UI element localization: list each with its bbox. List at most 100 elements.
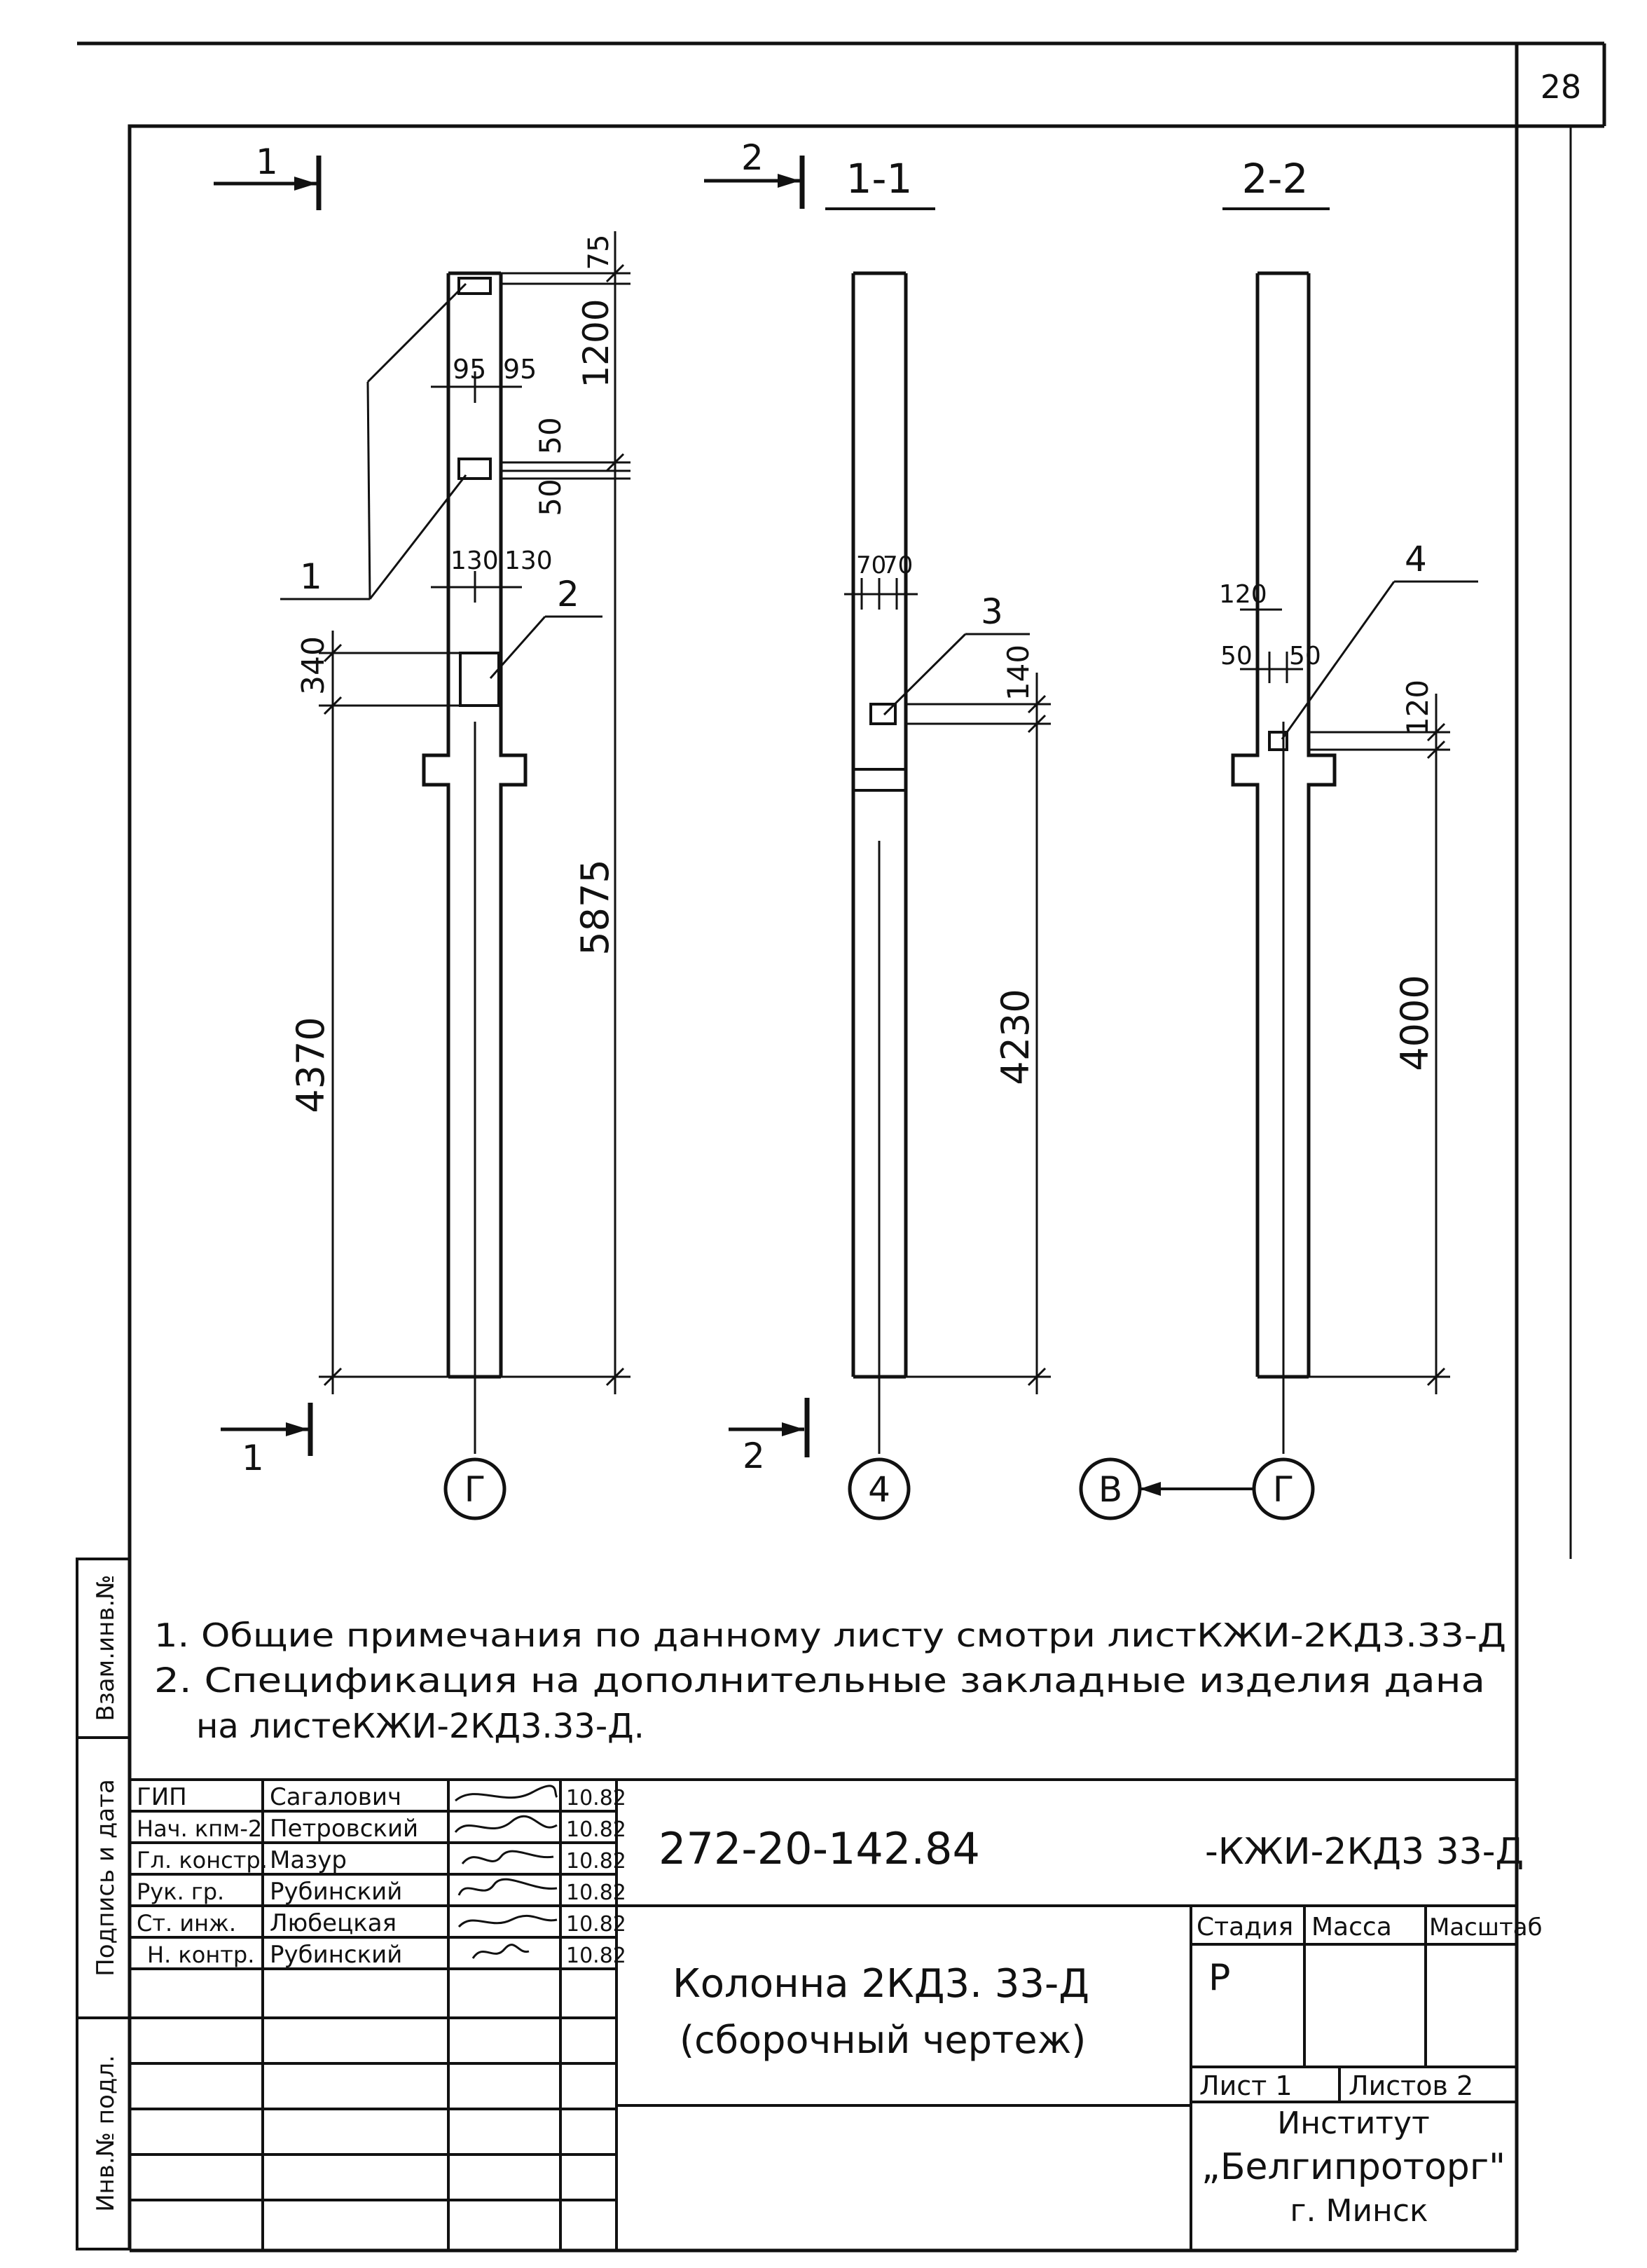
stage-label: Стадия: [1197, 1913, 1293, 1941]
cut-mark-2-bottom: 2: [729, 1398, 810, 1476]
org-line-2: „Белгипроторг": [1201, 2146, 1505, 2188]
callout-3-label: 3: [981, 591, 1003, 632]
view2-dim-4000: 4000: [1393, 975, 1437, 1071]
side-stamp-vzam: Взам.инв.№: [92, 1574, 120, 1721]
view2-dim-50-right: 50: [1289, 642, 1321, 671]
sheet-label: Лист 1: [1199, 2070, 1293, 2101]
signatory-role: ГИП: [137, 1783, 187, 1811]
dim-340: 340: [296, 636, 331, 695]
mass-label: Масса: [1311, 1913, 1392, 1941]
title-block-grid: [130, 1778, 1517, 2250]
view-title-1-1: 1-1: [846, 155, 913, 202]
callout-2-leader: [489, 615, 602, 679]
signatory-role: Гл. констр.: [137, 1847, 268, 1874]
signatory-date: 10.82: [566, 1786, 626, 1810]
signatory-row-5: Ст. инж. Любецкая 10.82: [137, 1909, 626, 1937]
axis-bubble-view2-left-label: В: [1098, 1469, 1122, 1510]
signature-mark: [461, 1850, 554, 1865]
signatory-name: Сагалович: [270, 1783, 401, 1811]
dim-4370: 4370: [289, 1017, 333, 1113]
signatory-row-1: ГИП Сагалович 10.82: [137, 1783, 626, 1811]
note-2-line-2: на листеКЖИ-2КД3.33-Д.: [196, 1707, 645, 1746]
drawing-title-line-1: Колонна 2КД3. 33-Д: [673, 1961, 1089, 2007]
signatory-date: 10.82: [566, 1912, 626, 1937]
org-line-3: г. Минск: [1290, 2193, 1428, 2229]
cut-mark-2-top: 2: [704, 137, 805, 209]
signature-mark: [471, 1944, 530, 1959]
signatory-row-6: Н. контр. Рубинский 10.82: [147, 1941, 626, 1969]
signatory-date: 10.82: [566, 1881, 626, 1905]
stage-value: Р: [1208, 1957, 1230, 1999]
org-line-1: Институт: [1277, 2105, 1429, 2141]
drawing-title-line-2: (сборочный чертеж): [680, 2018, 1086, 2062]
signatory-name: Любецкая: [270, 1909, 397, 1937]
cut-mark-1-bottom: 1: [221, 1403, 313, 1478]
signatory-role: Ст. инж.: [137, 1910, 236, 1937]
doc-code: 272-20-142.84: [659, 1823, 980, 1874]
scale-label: Масштаб: [1429, 1913, 1543, 1941]
callout-1-leader: [280, 282, 467, 600]
view1-dim-70-left: 70: [856, 551, 886, 579]
signature-mark: [455, 1785, 558, 1802]
side-stamp-podpis: Подпись и дата: [92, 1779, 120, 1977]
callout-1-label: 1: [300, 556, 322, 597]
cut-mark-2-top-label: 2: [741, 137, 764, 178]
side-stamp-inv-podl: Инв.№ подл.: [92, 2055, 120, 2212]
view1-dims: [844, 578, 1051, 1394]
callout-2-label: 2: [557, 574, 579, 614]
dim-1200: 1200: [576, 298, 616, 387]
axis-bubble-view1: 4: [848, 1457, 911, 1520]
view2-dim-120-top: 120: [1219, 580, 1267, 609]
signatory-name: Рубинский: [270, 1941, 402, 1969]
side-stamp: [76, 1558, 131, 2250]
signature-mark: [457, 1914, 558, 1928]
signature-mark: [454, 1815, 558, 1834]
view1-dim-70-right: 70: [883, 551, 913, 579]
note-2-line-1: 2. Спецификация на дополнительные заклад…: [154, 1661, 1485, 1700]
signatory-date: 10.82: [566, 1849, 626, 1874]
axis-bubble-main: Г: [443, 1457, 506, 1520]
signatory-name: Мазур: [270, 1846, 347, 1874]
dim-50-bottom: 50: [533, 479, 567, 516]
dim-95-right: 95: [503, 354, 537, 385]
dim-50-top: 50: [533, 417, 567, 454]
signatory-role: Рук. гр.: [137, 1878, 224, 1905]
dim-130-chain: [431, 571, 522, 603]
doc-suffix: -КЖИ-2КД3 33-Д: [1205, 1831, 1524, 1873]
dim-95-left: 95: [453, 354, 486, 385]
callout-3-leader: [883, 633, 1030, 716]
view1-dim-140: 140: [1001, 645, 1035, 701]
axis-bubble-view2-left: В: [1079, 1457, 1142, 1520]
dim-75: 75: [583, 235, 615, 270]
signatory-role: Нач. кпм-2: [137, 1815, 262, 1842]
callout-4-label: 4: [1405, 539, 1427, 579]
signatory-role: Н. контр.: [147, 1941, 254, 1968]
view1-dim-4230: 4230: [993, 989, 1038, 1085]
note-1: 1. Общие примечания по данному листу смо…: [154, 1616, 1506, 1654]
axis-bubble-main-label: Г: [464, 1469, 486, 1510]
signatory-row-4: Рук. гр. Рубинский 10.82: [137, 1878, 626, 1906]
main-dim-left: [319, 631, 462, 1394]
view2-dims: [1240, 596, 1450, 1394]
sheets-label: Листов 2: [1349, 2070, 1473, 2101]
cut-mark-1-top: 1: [214, 142, 322, 210]
signatory-date: 10.82: [566, 1817, 626, 1842]
cut-mark-1-top-label: 1: [256, 142, 278, 182]
cut-mark-1-bottom-label: 1: [242, 1438, 264, 1478]
dim-130-right: 130: [504, 547, 553, 575]
sheet-frame: [77, 41, 1606, 2253]
axis-link-arrowhead: [1140, 1482, 1161, 1496]
dim-95-chain: [431, 371, 522, 403]
axis-bubble-view2-right-label: Г: [1273, 1469, 1295, 1510]
signatory-date: 10.82: [566, 1944, 626, 1968]
cut-mark-2-bottom-label: 2: [743, 1436, 765, 1476]
view1-column: [851, 271, 908, 1379]
signatory-name: Рубинский: [270, 1878, 402, 1906]
signatory-row-3: Гл. констр. Мазур 10.82: [137, 1846, 626, 1874]
dim-5875: 5875: [573, 859, 617, 955]
callout-4-leader: [1281, 580, 1478, 740]
sheet-number: 28: [1541, 68, 1582, 106]
signatory-row-2: Нач. кпм-2 Петровский 10.82: [137, 1815, 626, 1843]
dim-130-left: 130: [450, 547, 499, 575]
